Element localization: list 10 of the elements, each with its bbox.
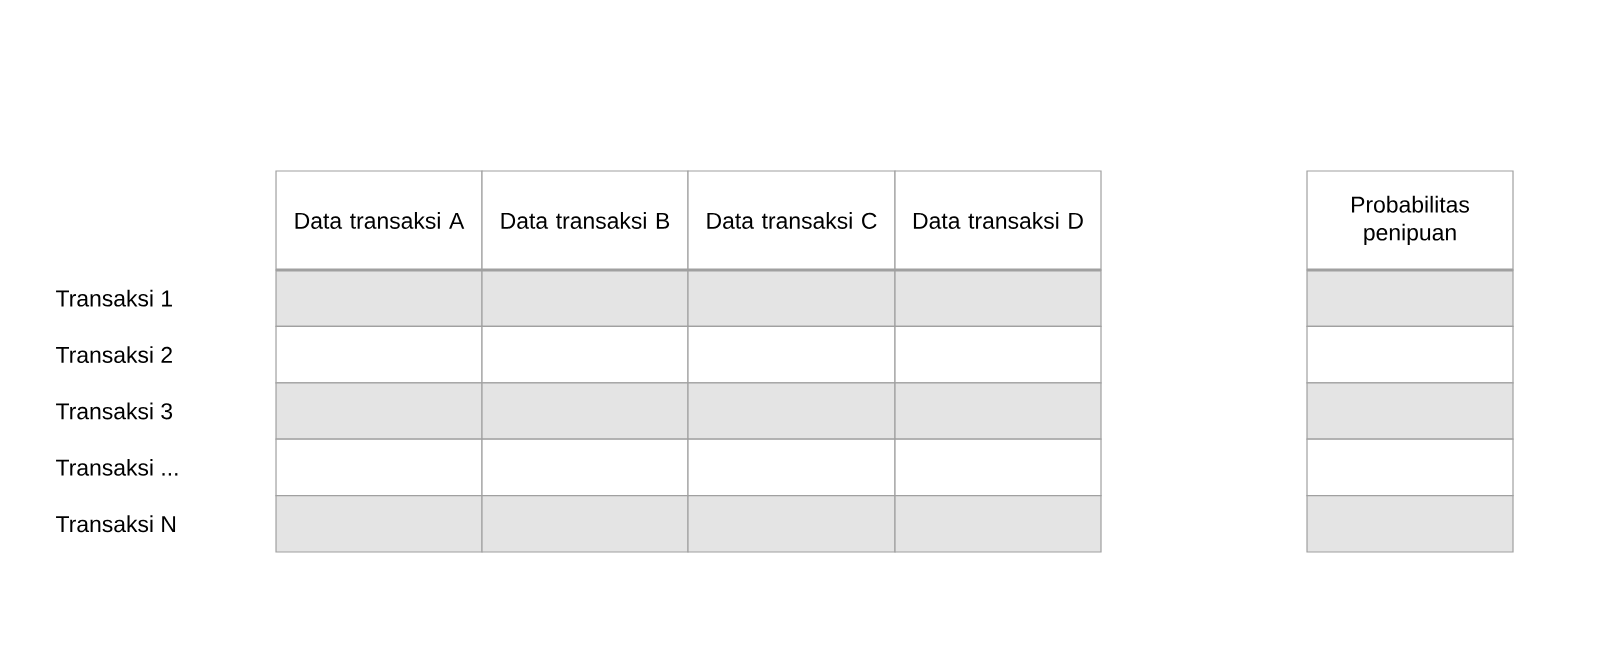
header-cell: Data transaksi A: [275, 170, 483, 271]
header-cell: Data transaksi C: [687, 170, 896, 271]
header-cell: Probabilitas penipuan: [1306, 170, 1514, 271]
header-cell: Data transaksi D: [894, 170, 1102, 271]
header-cell: Data transaksi B: [481, 170, 689, 271]
row-label: Transaksi 3: [56, 402, 173, 420]
row-label: Transaksi 1: [56, 289, 172, 307]
row-label: Transaksi ...: [56, 458, 178, 476]
row-label: Transaksi 2: [56, 346, 172, 363]
row-label: Transaksi N: [56, 515, 176, 533]
